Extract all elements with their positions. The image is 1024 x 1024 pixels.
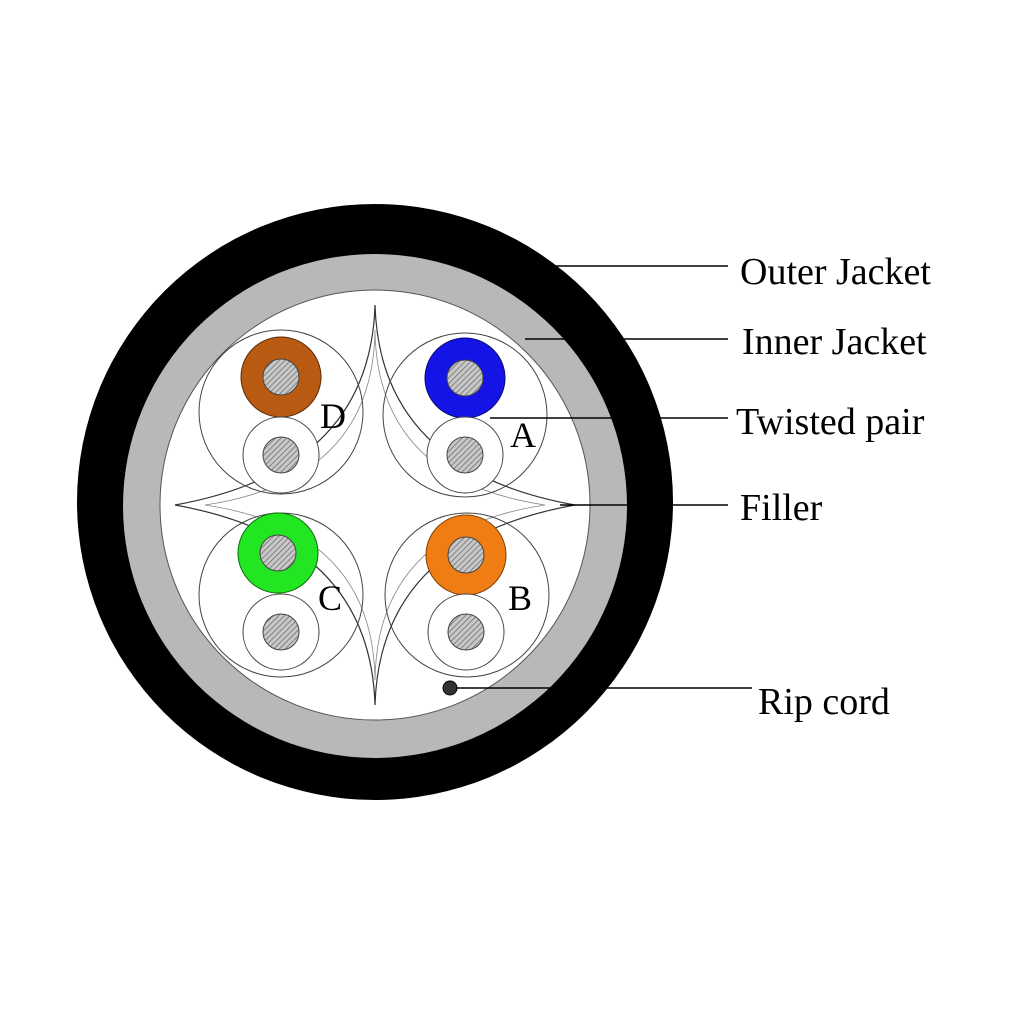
twisted-pair-a [382, 332, 548, 498]
label-twisted-pair: Twisted pair [736, 401, 925, 443]
conductor [447, 613, 485, 651]
pair-letter-d: D [320, 396, 346, 436]
rip-cord [442, 680, 458, 696]
leader-lines [456, 265, 752, 689]
twisted-pair-d [198, 329, 364, 495]
conductor [262, 358, 300, 396]
conductor [447, 536, 485, 574]
twisted-pair-c [198, 512, 364, 678]
label-filler: Filler [740, 487, 823, 529]
label-outer-jacket: Outer Jacket [740, 251, 931, 293]
pair-letter-b: B [508, 578, 532, 618]
conductor [446, 359, 484, 397]
conductor [262, 436, 300, 474]
label-inner-jacket: Inner Jacket [742, 321, 927, 363]
conductor [446, 436, 484, 474]
conductor [262, 613, 300, 651]
label-rip-cord: Rip cord [758, 681, 890, 723]
twisted-pair-b [384, 512, 550, 678]
pair-letter-a: A [510, 415, 536, 455]
conductor [259, 534, 297, 572]
pair-letter-c: C [318, 578, 342, 618]
